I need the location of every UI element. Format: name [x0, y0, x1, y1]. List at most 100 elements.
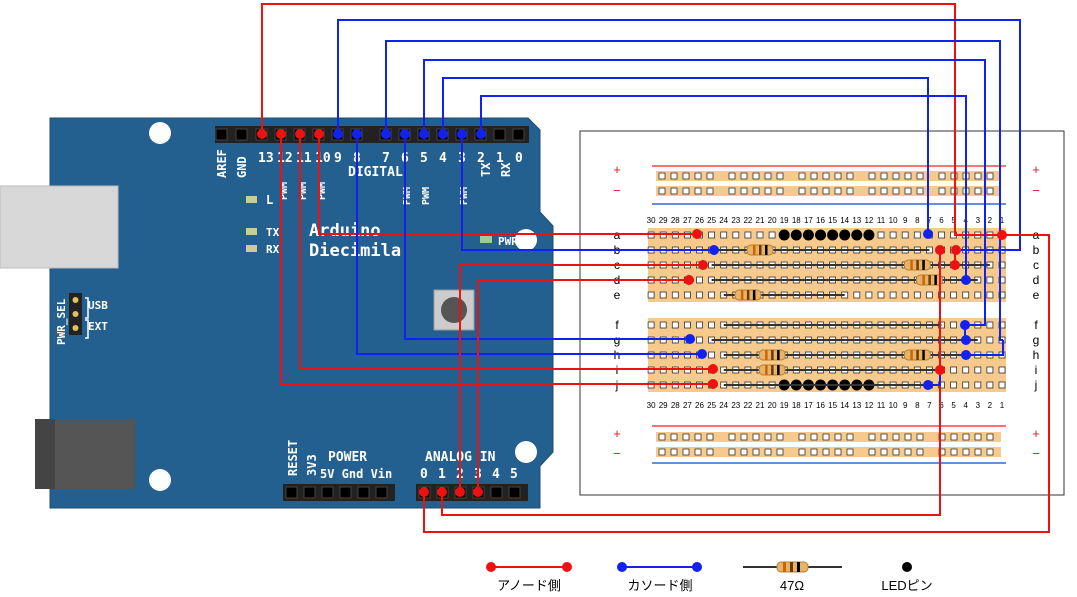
hole [659, 291, 667, 299]
pin-socket [321, 486, 334, 499]
reset-button[interactable] [433, 289, 475, 331]
hole [708, 231, 715, 239]
pin-number: 7 [382, 151, 390, 166]
power-label: POWER [328, 450, 367, 465]
hole [696, 276, 703, 284]
wire-endpoint [419, 129, 429, 139]
digital-label: DIGITAL [348, 165, 403, 180]
wire-endpoint [923, 229, 933, 239]
rail-hole [776, 433, 784, 441]
rail-hole [880, 448, 888, 456]
column-number: 7 [927, 401, 932, 410]
rail-sign: − [1032, 446, 1040, 461]
column-number: 7 [927, 216, 932, 225]
pwm-label: PWM [317, 182, 328, 200]
analog-pin-number: 5 [510, 467, 518, 482]
rail-sign: + [1032, 426, 1040, 441]
rail-hole [764, 433, 772, 441]
rail-hole [904, 172, 912, 180]
rail-hole [658, 433, 666, 441]
rail-hole [846, 433, 854, 441]
hole [986, 366, 994, 374]
led-pin [802, 229, 814, 241]
column-number: 30 [647, 216, 656, 225]
rail-hole [764, 448, 772, 456]
pin-number: 9 [334, 151, 342, 166]
legend-cathode: カソード側 [627, 578, 692, 593]
hole [901, 291, 909, 299]
wire-endpoint [333, 129, 343, 139]
hole [986, 276, 994, 284]
led-pin [815, 229, 826, 241]
wire-endpoint [935, 365, 945, 375]
rx-led [246, 245, 257, 252]
mount-hole [149, 122, 171, 144]
column-number: 29 [659, 401, 668, 410]
gnd-label: GND [235, 156, 249, 178]
wire-endpoint [437, 487, 447, 497]
hole [986, 321, 994, 329]
rail-hole [752, 448, 760, 456]
hole [962, 291, 970, 299]
column-number: 2 [988, 401, 993, 410]
row-letter: d [1033, 273, 1040, 287]
hole [901, 231, 909, 239]
rail-hole [904, 448, 912, 456]
hole [756, 231, 764, 239]
column-number: 9 [903, 216, 908, 225]
rail-hole [658, 187, 666, 195]
rail-hole [974, 433, 982, 441]
wire-anode [423, 234, 1050, 533]
column-number: 20 [768, 216, 777, 225]
led-pin [778, 229, 790, 241]
wire-endpoint [314, 129, 324, 139]
rail-hole [892, 187, 900, 195]
hole [962, 366, 970, 374]
rail-hole [658, 172, 666, 180]
wire-endpoint [708, 364, 718, 374]
rail-hole [868, 433, 876, 441]
column-number: 8 [915, 401, 920, 410]
wire-endpoint [960, 320, 970, 330]
wire-cathode [337, 19, 1021, 251]
hole [986, 291, 994, 299]
rail-hole [880, 433, 888, 441]
row-letter: e [614, 288, 621, 302]
column-number: 14 [840, 401, 849, 410]
rail-hole [694, 433, 702, 441]
column-number: 28 [671, 401, 680, 410]
resistor-band [746, 290, 750, 300]
column-number: 16 [816, 216, 825, 225]
board-name-model: Diecimila [309, 241, 401, 261]
rail-hole [776, 448, 784, 456]
pin-socket [357, 486, 370, 499]
hole [684, 321, 691, 329]
rail-hole [974, 172, 982, 180]
wire-endpoint [698, 260, 708, 270]
resistor-band [771, 350, 774, 360]
resistor-band [777, 350, 780, 360]
pin-socket [235, 128, 248, 141]
rail-hole [880, 187, 888, 195]
column-number: 11 [877, 401, 886, 410]
wire-endpoint [935, 245, 945, 255]
row-letter: c [1033, 258, 1039, 272]
resistor-band [910, 260, 913, 270]
rail-hole [682, 433, 690, 441]
wire-endpoint [951, 245, 961, 255]
wire-endpoint [685, 334, 695, 344]
rail-hole [740, 433, 748, 441]
rail-hole [962, 433, 970, 441]
column-number: 18 [792, 401, 801, 410]
rail-hole [798, 433, 806, 441]
rail-hole [682, 187, 690, 195]
pwm-label: PWM [298, 182, 309, 200]
column-number: 19 [780, 401, 789, 410]
pin-socket [512, 128, 525, 141]
column-number: 22 [743, 216, 752, 225]
column-number: 27 [683, 401, 692, 410]
column-number: 26 [695, 216, 704, 225]
rail-hole [846, 172, 854, 180]
resistor-band [765, 365, 768, 375]
